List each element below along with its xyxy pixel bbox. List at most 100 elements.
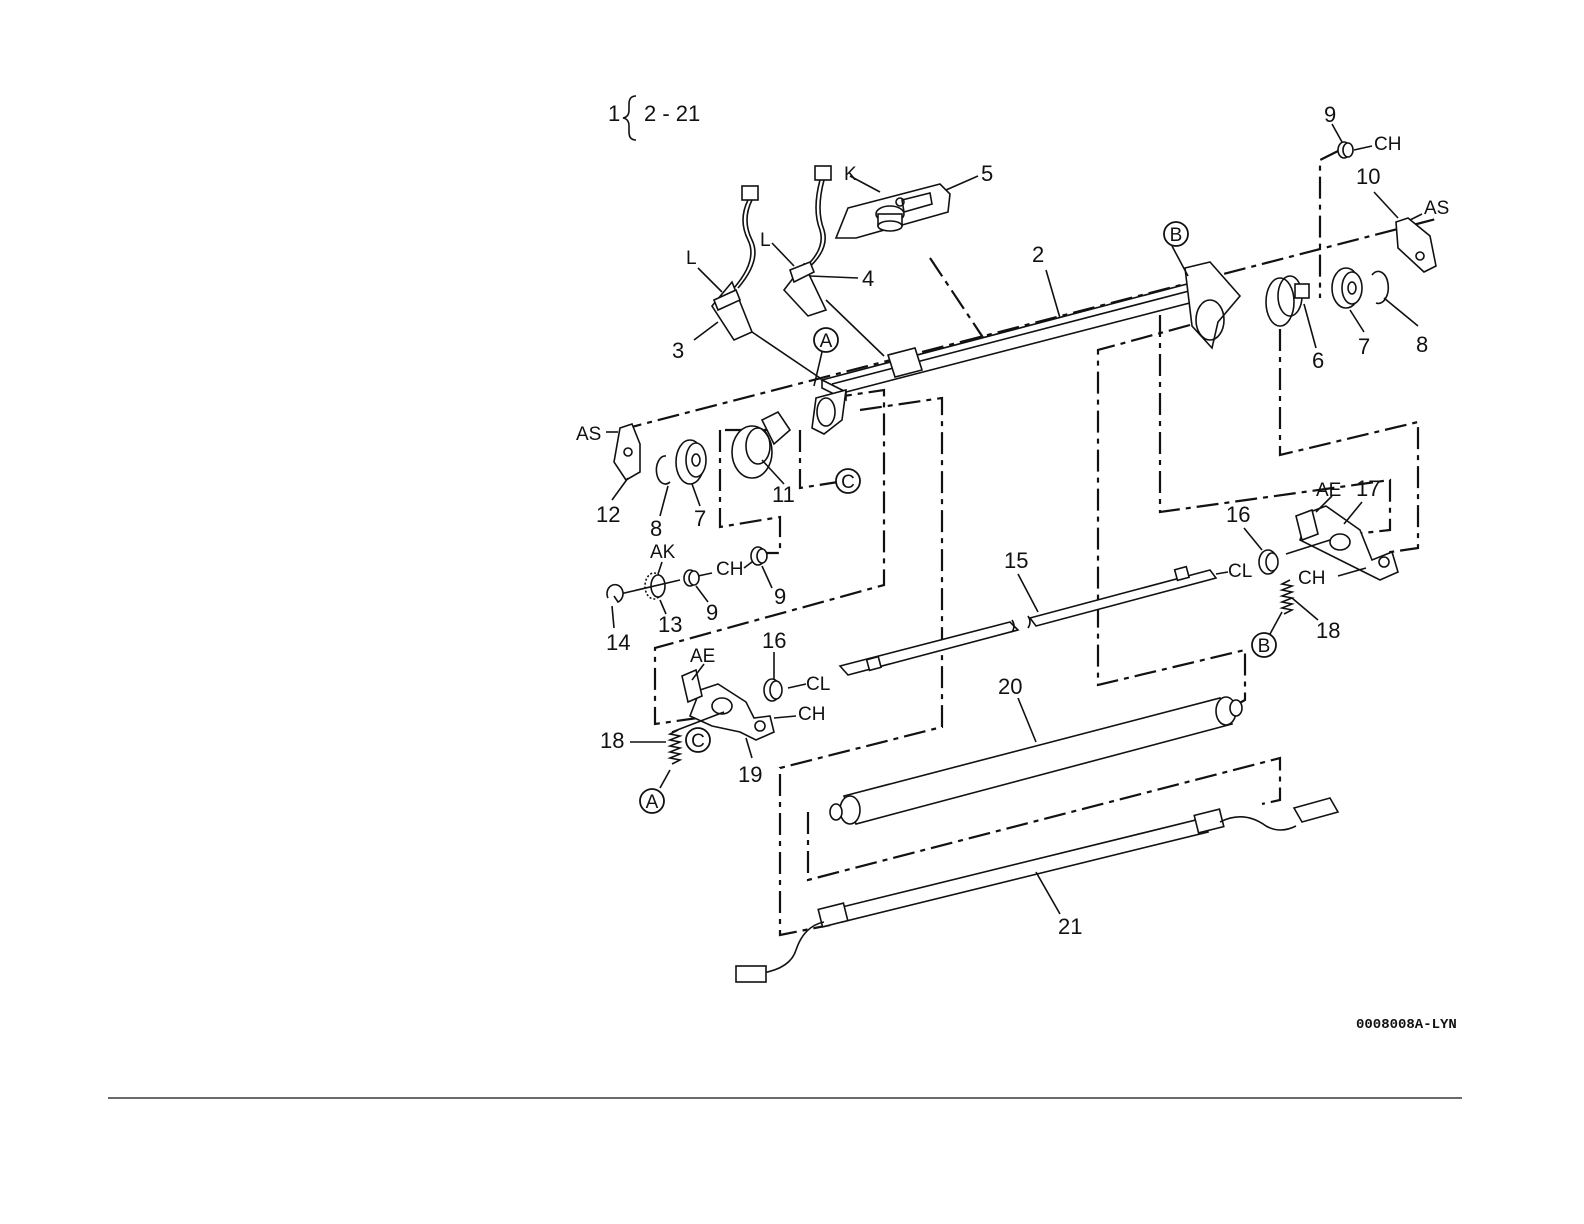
part-label-10: 10	[1356, 164, 1380, 189]
part-label-18-left: 18	[600, 728, 624, 753]
callout-a-lower-label: A	[646, 792, 659, 813]
axis-bracket-17	[1160, 315, 1390, 535]
part-9-bushing-mid	[751, 547, 767, 565]
callout-a-upper-label: A	[820, 331, 833, 352]
part-18-spring-left	[670, 730, 680, 764]
code-as-right: AS	[1424, 198, 1449, 219]
leader-3	[694, 322, 718, 340]
part-label-20: 20	[998, 674, 1022, 699]
part-3-sensor	[712, 186, 758, 340]
leader-callout-b-upper	[1172, 246, 1188, 276]
code-ch-top: CH	[1374, 134, 1401, 155]
leader-5	[946, 176, 978, 190]
code-ak: AK	[650, 542, 676, 563]
assembly-number: 1	[608, 101, 620, 126]
callout-b-upper-label: B	[1170, 225, 1183, 246]
leader-l-4	[772, 243, 794, 266]
part-8-clip-left	[656, 456, 670, 484]
part-7-bearing-left	[676, 440, 706, 484]
shaft-cl-left	[788, 684, 806, 688]
leader-as-right	[1410, 214, 1422, 220]
part-16-bushing-right	[1259, 550, 1278, 574]
part-label-7-right: 7	[1358, 334, 1370, 359]
axis-bracket-c	[800, 430, 838, 488]
part-7-bearing-right	[1332, 268, 1362, 308]
leader-4	[810, 276, 858, 278]
axis-bracket-20	[1098, 325, 1245, 705]
leader-3-dash	[752, 332, 820, 378]
part-label-19: 19	[738, 762, 762, 787]
leader-ch-low	[774, 716, 796, 718]
leader-ch-right	[1338, 568, 1366, 576]
code-ae-right: AE	[1316, 480, 1341, 501]
part-9-bushing-low	[684, 570, 699, 586]
leader-ak	[658, 562, 662, 574]
part-label-14: 14	[606, 630, 630, 655]
leader-19	[746, 738, 752, 758]
shaft-cl-right	[1216, 572, 1228, 574]
leader-8-left	[660, 486, 668, 516]
leader-9-mid	[762, 566, 772, 588]
leader-ch-top	[1354, 146, 1372, 150]
part-6-bearing-holder	[1266, 276, 1309, 326]
code-l-3: L	[686, 248, 697, 269]
part-label-16-right: 16	[1226, 502, 1250, 527]
leader-16-right	[1244, 528, 1262, 550]
leader-10	[1374, 192, 1398, 218]
leader-12	[612, 478, 628, 500]
part-label-8-right: 8	[1416, 332, 1428, 357]
axis-line-5	[930, 258, 990, 348]
part-label-9-mid: 9	[774, 584, 786, 609]
code-cl-right: CL	[1228, 561, 1252, 582]
leader-callout-b-lower	[1270, 612, 1282, 634]
leader-15	[1018, 574, 1038, 612]
part-13-gear	[620, 573, 680, 599]
code-as-left: AS	[576, 424, 601, 445]
leader-ch-mid	[744, 562, 752, 568]
code-cl-left: CL	[806, 674, 830, 695]
part-label-7-left: 7	[694, 506, 706, 531]
callout-c-lower-label: C	[691, 731, 705, 752]
code-ae-left: AE	[690, 646, 715, 667]
part-14-e-ring	[607, 585, 623, 602]
leader-6	[1304, 304, 1316, 348]
code-ch-low: CH	[798, 704, 825, 725]
part-label-21: 21	[1058, 914, 1082, 939]
part-label-9-low: 9	[706, 600, 718, 625]
part-5-thermostat	[836, 184, 950, 238]
leader-callout-a-upper	[814, 352, 822, 386]
part-label-13: 13	[658, 612, 682, 637]
brace-icon	[623, 96, 636, 140]
callout-b-lower-label: B	[1258, 636, 1271, 657]
leader-7-right	[1350, 310, 1364, 332]
part-label-6: 6	[1312, 348, 1324, 373]
part-4-sensor	[784, 166, 831, 316]
part-9-bushing-top	[1338, 142, 1353, 158]
part-label-17: 17	[1356, 476, 1380, 501]
leader-l-3	[698, 268, 722, 292]
callout-c-middle-label: C	[841, 472, 855, 493]
part-label-2: 2	[1032, 242, 1044, 267]
part-label-15: 15	[1004, 548, 1028, 573]
leader-2	[1046, 270, 1060, 318]
part-18-spring-right	[1282, 580, 1292, 614]
part-15-shaft	[840, 567, 1216, 675]
code-k: K	[844, 164, 857, 185]
part-label-9-top: 9	[1324, 102, 1336, 127]
part-label-5: 5	[981, 161, 993, 186]
leader-8-right	[1384, 298, 1418, 326]
part-label-18-right: 18	[1316, 618, 1340, 643]
code-l-4: L	[760, 230, 771, 251]
leader-callout-a-lower	[660, 770, 670, 788]
part-11-bearing-holder	[732, 412, 790, 478]
leader-18-right	[1292, 598, 1318, 620]
part-20-heat-roll	[830, 697, 1242, 824]
part-21-heater-lamp	[736, 798, 1338, 982]
part-label-11: 11	[772, 482, 795, 507]
code-ch-right: CH	[1298, 568, 1325, 589]
part-label-3: 3	[672, 338, 684, 363]
part-label-16-left: 16	[762, 628, 786, 653]
part-label-4: 4	[862, 266, 874, 291]
code-ch-mid: CH	[716, 559, 743, 580]
